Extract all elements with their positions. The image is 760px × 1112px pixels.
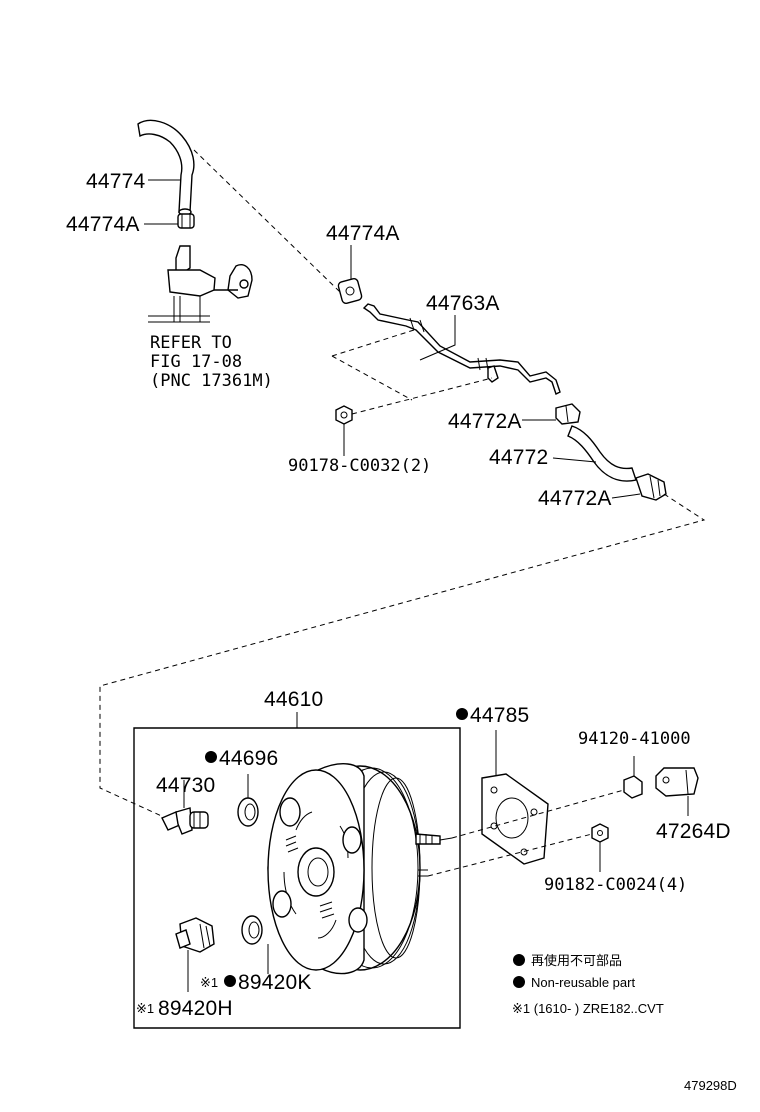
clip-44774A-left-drawing (177, 213, 195, 229)
label-44696: 44696 (219, 747, 278, 770)
nut-94120-drawing (623, 756, 643, 799)
check-valve-44730-drawing (161, 780, 209, 835)
hose-44774-drawing (137, 119, 195, 216)
label-44774A-top: 44774A (326, 222, 400, 245)
label-44772: 44772 (489, 446, 548, 469)
sensor-89420H-drawing (175, 917, 215, 992)
grommet-89420K-drawing (241, 915, 269, 974)
label-90178: 90178-C0032(2) (288, 456, 431, 476)
clip-44774A-right-drawing (337, 277, 363, 305)
bullet-89420K (224, 975, 236, 987)
label-47264D: 47264D (656, 820, 731, 843)
bullet-44785 (456, 708, 468, 720)
hose-44772-drawing (567, 425, 637, 482)
nut-90178-drawing (335, 405, 353, 425)
label-94120: 94120-41000 (578, 729, 691, 749)
fitting-assembly-drawing (148, 245, 253, 323)
dashed-guides-lower (427, 789, 625, 877)
label-44774A-left: 44774A (66, 213, 140, 236)
figure-id: 479298D (684, 1078, 737, 1093)
refer-to-line1: REFER TO (150, 333, 232, 353)
label-44772A-lower: 44772A (538, 487, 612, 510)
legend-text-en: Non-reusable part (531, 975, 635, 990)
legend-note: ※1 (1610- ) ZRE182..CVT (512, 1001, 664, 1016)
label-89420H: 89420H (158, 997, 233, 1020)
dashed-guides-upper (99, 149, 706, 819)
label-44785: 44785 (470, 704, 529, 727)
label-44763A: 44763A (426, 292, 500, 315)
grommet-44696-drawing (237, 774, 259, 827)
legend-bullet-en (513, 976, 525, 988)
bullet-44696 (205, 751, 217, 763)
label-89420K-note-mark: ※1 (200, 975, 218, 990)
legend-bullet-jp (513, 954, 525, 966)
clip-44772A-upper-drawing (555, 403, 581, 425)
label-90182: 90182-C0024(4) (544, 875, 687, 895)
brake-booster-drawing (267, 763, 453, 975)
label-44610: 44610 (264, 688, 323, 711)
label-44730: 44730 (156, 774, 215, 797)
gasket-44785-drawing (481, 730, 549, 865)
refer-to-line2: FIG 17-08 (150, 352, 242, 372)
label-44772A-upper: 44772A (448, 410, 522, 433)
label-89420K: 89420K (238, 971, 312, 994)
booster-group-frame (133, 727, 461, 1029)
label-89420H-note-mark: ※1 (136, 1001, 154, 1016)
label-44774: 44774 (86, 170, 146, 193)
nut-90182-drawing (591, 823, 609, 872)
pipe-44763A-drawing (362, 303, 561, 395)
refer-to-line3: (PNC 17361M) (150, 371, 273, 391)
bracket-47264D-drawing (655, 767, 699, 816)
legend-text-jp: 再使用不可部品 (531, 953, 622, 968)
leader-lines-upper (144, 179, 641, 499)
clip-44772A-lower-drawing (635, 473, 667, 501)
